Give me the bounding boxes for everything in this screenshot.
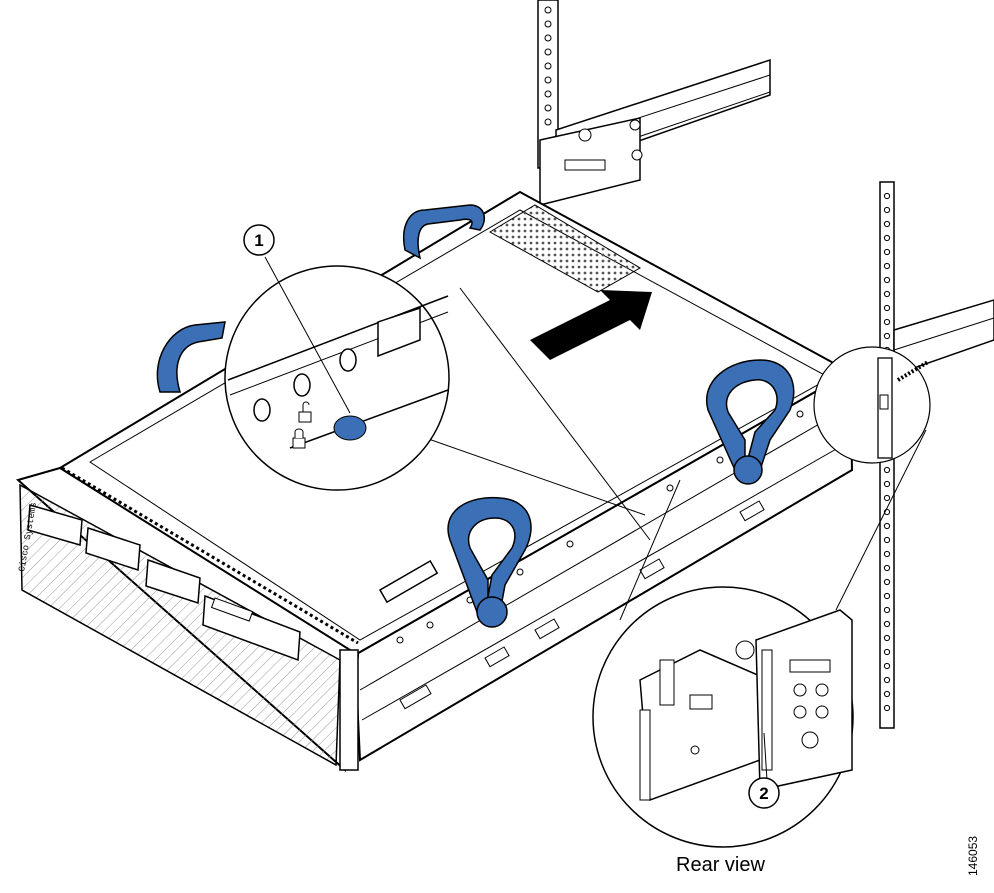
detail-view-lock [224,256,651,541]
figure-id: 146053 [966,835,980,876]
callout-2: 2 [748,777,780,809]
rack-rail-left [537,0,771,206]
detail-view-rear-bracket [619,346,931,621]
rear-view-caption: Rear view [676,854,765,876]
callout-1: 1 [243,224,275,256]
vent-grille [489,204,641,293]
detail-view-rear [592,586,854,848]
push-direction-arrow [530,290,652,360]
lock-icon [292,428,306,449]
lift-handles [156,204,795,628]
release-latch-blue [333,415,367,441]
callout-2-label: 2 [759,784,768,803]
unlock-icon [298,401,312,423]
callout-1-label: 1 [254,231,263,250]
cover-latch [378,559,439,604]
server-chassis: Cisco Systems [15,190,854,773]
